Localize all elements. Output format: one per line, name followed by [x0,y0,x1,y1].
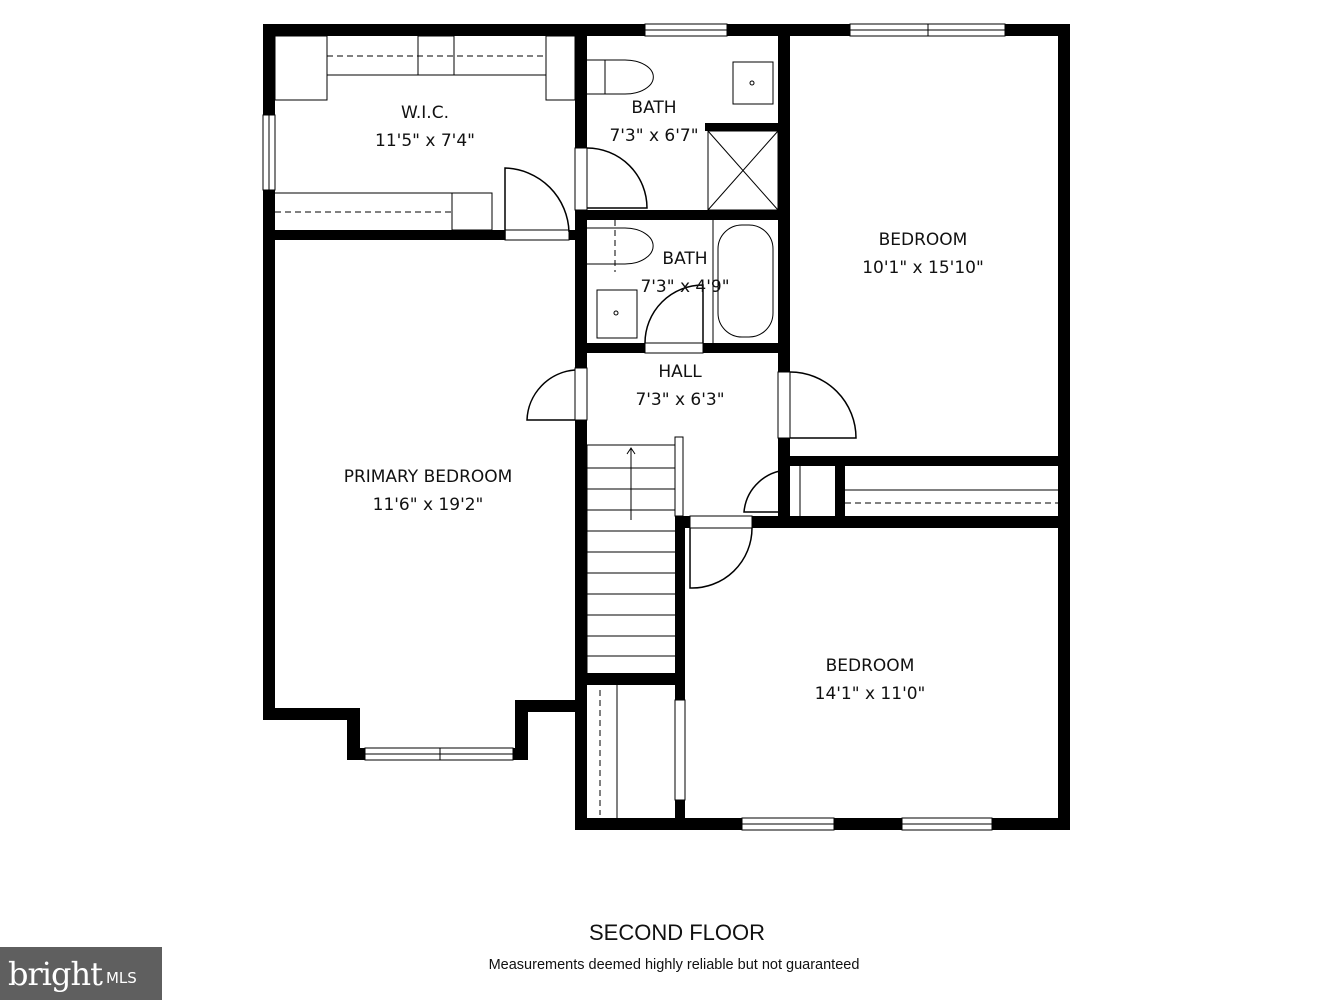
room-name: BEDROOM [825,656,915,676]
room-name: PRIMARY BEDROOM [343,467,513,487]
disclaimer: Measurements deemed highly reliable but … [488,957,860,973]
doors [504,147,857,589]
room-primary-bedroom: PRIMARY BEDROOM 11'6" x 19'2" [344,463,513,519]
stairs [587,447,675,657]
room-dims: 7'3" x 6'3" [635,390,725,410]
room-bath-1: BATH 7'3" x 6'7" [609,94,698,150]
room-dims: 14'1" x 11'0" [814,684,926,704]
room-dims: 10'1" x 15'10" [862,258,984,278]
room-dims: 7'3" x 4'9" [640,277,730,297]
room-bedroom-2: BEDROOM 14'1" x 11'0" [815,652,926,708]
room-name: BEDROOM [878,230,968,250]
windows [262,23,1006,831]
fixtures [274,35,1058,818]
room-bath-2: BATH 7'3" x 4'9" [640,245,729,301]
room-dims: 11'5" x 7'4" [375,131,475,151]
room-name: W.I.C. [401,103,449,123]
room-name: BATH [631,98,677,118]
room-dims: 7'3" x 6'7" [609,126,699,146]
room-name: HALL [658,362,702,382]
room-bedroom-1: BEDROOM 10'1" x 15'10" [862,226,984,282]
room-wic: W.I.C. 11'5" x 7'4" [375,99,475,155]
floor-title: SECOND FLOOR [588,920,766,945]
room-hall: HALL 7'3" x 6'3" [635,358,724,414]
room-dims: 11'6" x 19'2" [372,495,484,515]
room-name: BATH [662,249,708,269]
